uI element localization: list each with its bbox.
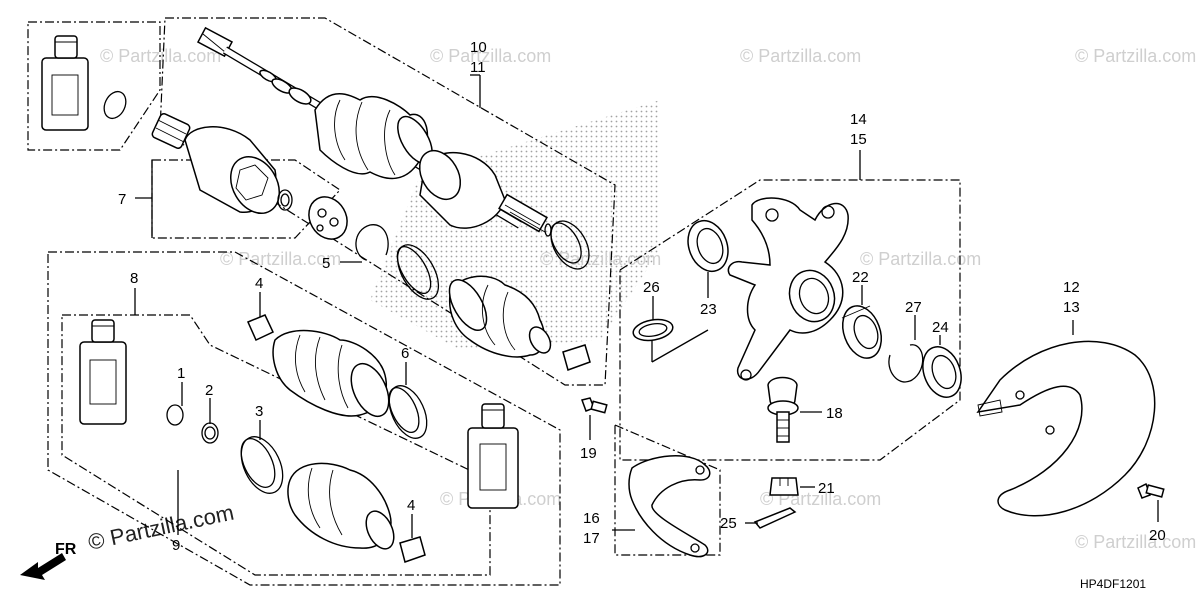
callouts: 10 11 7 5 8 1 2 3 4 6 4 9 14 15 12 13 26… — [118, 39, 1166, 554]
callout-12: 12 — [1063, 279, 1080, 296]
callout-6: 6 — [401, 345, 409, 362]
callout-27: 27 — [905, 299, 922, 316]
watermark-large: © Partzilla.com — [86, 500, 236, 555]
callout-20: 20 — [1149, 527, 1166, 544]
inboard-joint — [151, 113, 280, 214]
callout-4b: 4 — [407, 497, 415, 514]
boot-band-3 — [240, 436, 284, 494]
callout-18: 18 — [826, 405, 843, 422]
boot-clamp-4-upper — [247, 314, 274, 342]
boot-lower-lower — [287, 462, 395, 550]
guard-16-17 — [628, 455, 711, 558]
disc-cover — [976, 340, 1156, 517]
cotter-pin-25 — [753, 507, 797, 529]
drive-shaft-upper — [196, 26, 590, 270]
boot-band-6 — [388, 385, 428, 439]
castle-nut-21 — [769, 477, 799, 496]
callout-4a: 4 — [255, 275, 263, 292]
circlip-5 — [355, 224, 389, 261]
watermark: © Partzilla.com — [100, 46, 221, 66]
front-direction-arrow: FR — [20, 541, 77, 580]
callout-9: 9 — [172, 537, 180, 554]
watermark: © Partzilla.com — [220, 249, 341, 269]
snap-ring-icon — [103, 90, 127, 120]
boot-lower-upper — [272, 329, 390, 418]
leader-lines — [134, 74, 1159, 538]
grease-bottle-left — [79, 319, 127, 425]
callout-10: 10 — [470, 39, 487, 56]
callout-1: 1 — [177, 365, 185, 382]
bearing-22 — [841, 305, 883, 359]
circlip-27 — [888, 344, 924, 383]
callout-25: 25 — [720, 515, 737, 532]
boot-clamp-4-lower — [399, 536, 426, 563]
clip-2 — [201, 422, 219, 444]
callout-22: 22 — [852, 269, 869, 286]
watermark: © Partzilla.com — [540, 249, 661, 269]
watermark: © Partzilla.com — [1075, 46, 1196, 66]
callout-3: 3 — [255, 403, 263, 420]
callout-15: 15 — [850, 131, 867, 148]
ball-joint-18 — [767, 376, 799, 443]
callout-13: 13 — [1063, 299, 1080, 316]
callout-5: 5 — [322, 255, 330, 272]
callout-14: 14 — [850, 111, 867, 128]
grease-bottle-icon — [41, 35, 89, 131]
bearing-cage — [308, 196, 348, 240]
watermark: © Partzilla.com — [1075, 532, 1196, 552]
callout-21: 21 — [818, 480, 835, 497]
joint-clip — [277, 189, 293, 211]
bolt-20 — [1137, 482, 1165, 499]
callout-7: 7 — [118, 191, 126, 208]
watermark: © Partzilla.com — [860, 249, 981, 269]
fr-label: FR — [55, 541, 77, 558]
callout-19: 19 — [580, 445, 597, 462]
boot-band-middle — [396, 244, 440, 300]
callout-26: 26 — [643, 279, 660, 296]
oil-seal-23 — [687, 219, 729, 273]
callout-17: 17 — [583, 530, 600, 547]
callout-16: 16 — [583, 510, 600, 527]
callout-8: 8 — [130, 270, 138, 287]
callout-11: 11 — [470, 59, 486, 76]
dust-seal-26 — [632, 318, 674, 342]
oil-seal-24 — [922, 346, 962, 398]
knuckle — [727, 197, 849, 381]
diagram-code: HP4DF1201 — [1080, 577, 1146, 591]
grease-bottle-right — [467, 403, 519, 509]
callout-23: 23 — [700, 301, 717, 318]
boot-middle — [448, 275, 552, 358]
watermark: © Partzilla.com — [740, 46, 861, 66]
bolt-19 — [581, 397, 608, 414]
watermark: © Partzilla.com — [430, 46, 551, 66]
callout-24: 24 — [932, 319, 949, 336]
boot-clamp-small — [562, 344, 591, 371]
circlip-1 — [166, 404, 184, 426]
callout-2: 2 — [205, 382, 213, 399]
